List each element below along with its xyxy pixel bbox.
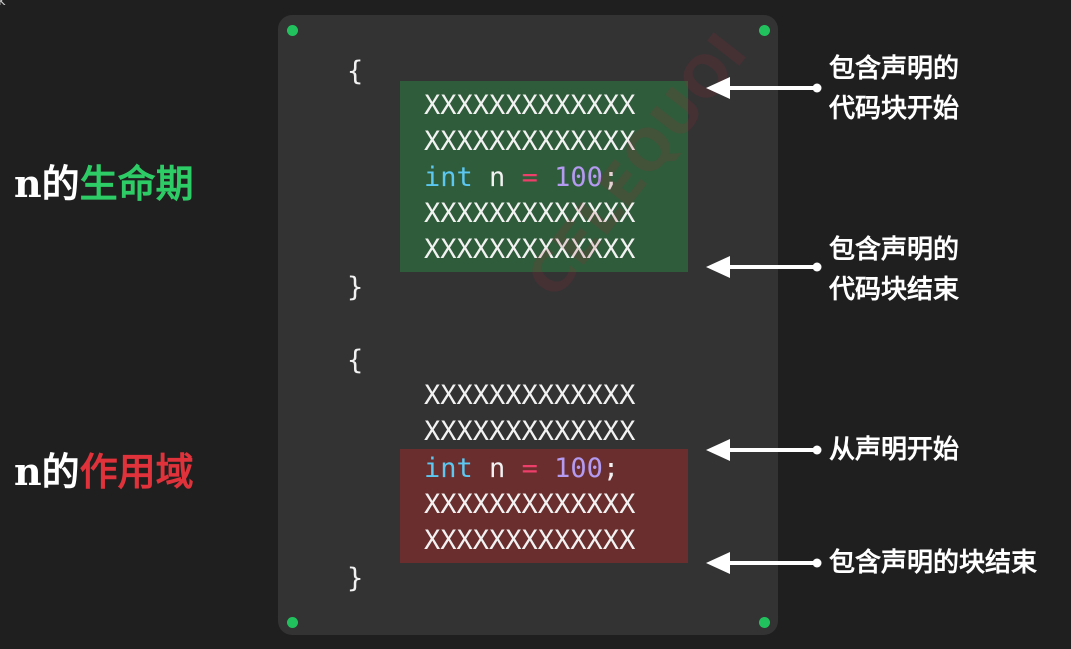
annotation-line: 代码块结束	[829, 275, 960, 305]
scope-label-prefix: n的	[14, 449, 80, 494]
keyword-int: int	[424, 453, 473, 484]
keyword-int: int	[424, 162, 473, 193]
block1-line-4: XXXXXXXXXXXXX	[424, 234, 636, 265]
block1-open-brace: {	[347, 56, 364, 87]
block2-declaration: int n = 100;	[424, 451, 619, 487]
panel-corner-dot-top-right	[759, 25, 770, 36]
block1-close-brace: }	[347, 272, 364, 303]
block2-line-2: XXXXXXXXXXXXX	[424, 416, 636, 447]
arrow-block1-end	[706, 256, 822, 278]
block2-close-brace: }	[347, 563, 364, 594]
identifier-n: n	[472, 162, 522, 193]
annotation-block2-end: 包含声明的块结束	[829, 548, 1038, 578]
corner-mark: k	[0, 0, 6, 9]
block1-line-2: XXXXXXXXXXXXX	[424, 126, 636, 157]
scope-highlight-region	[400, 449, 688, 563]
block1-declaration: int n = 100;	[424, 160, 619, 196]
lifetime-label-prefix: n的	[14, 161, 80, 206]
annotation-block1-end: 包含声明的 代码块结束	[829, 230, 959, 310]
assign-operator: =	[521, 162, 538, 193]
lifetime-label-highlight: 生命期	[79, 161, 194, 206]
block2-line-1: XXXXXXXXXXXXX	[424, 380, 636, 411]
number-literal: 100	[537, 453, 603, 484]
block1-line-3: XXXXXXXXXXXXX	[424, 198, 636, 229]
block2-open-brace: {	[347, 345, 364, 376]
block2-line-4: XXXXXXXXXXXXX	[424, 525, 636, 556]
panel-corner-dot-bottom-left	[287, 617, 298, 628]
number-literal: 100	[537, 162, 603, 193]
panel-corner-dot-bottom-right	[759, 617, 770, 628]
scope-label: n的作用域	[14, 441, 194, 496]
identifier-n: n	[472, 453, 522, 484]
block1-line-1: XXXXXXXXXXXXX	[424, 90, 636, 121]
semicolon: ;	[602, 453, 620, 484]
annotation-line: 包含声明的	[829, 54, 960, 84]
lifetime-highlight-region	[400, 81, 688, 272]
annotation-block1-start: 包含声明的 代码块开始	[829, 49, 959, 129]
annotation-decl-start: 从声明开始	[829, 435, 960, 465]
annotation-line: 代码块开始	[829, 94, 960, 124]
panel-corner-dot-top-left	[287, 25, 298, 36]
lifetime-label: n的生命期	[14, 153, 194, 208]
arrow-block2-end	[706, 552, 822, 574]
scope-label-highlight: 作用域	[79, 449, 194, 494]
block2-line-3: XXXXXXXXXXXXX	[424, 489, 636, 520]
annotation-line: 包含声明的	[829, 235, 960, 265]
arrow-block1-start	[706, 77, 822, 99]
arrow-decl-start	[706, 439, 822, 461]
semicolon: ;	[602, 162, 620, 193]
assign-operator: =	[521, 453, 538, 484]
